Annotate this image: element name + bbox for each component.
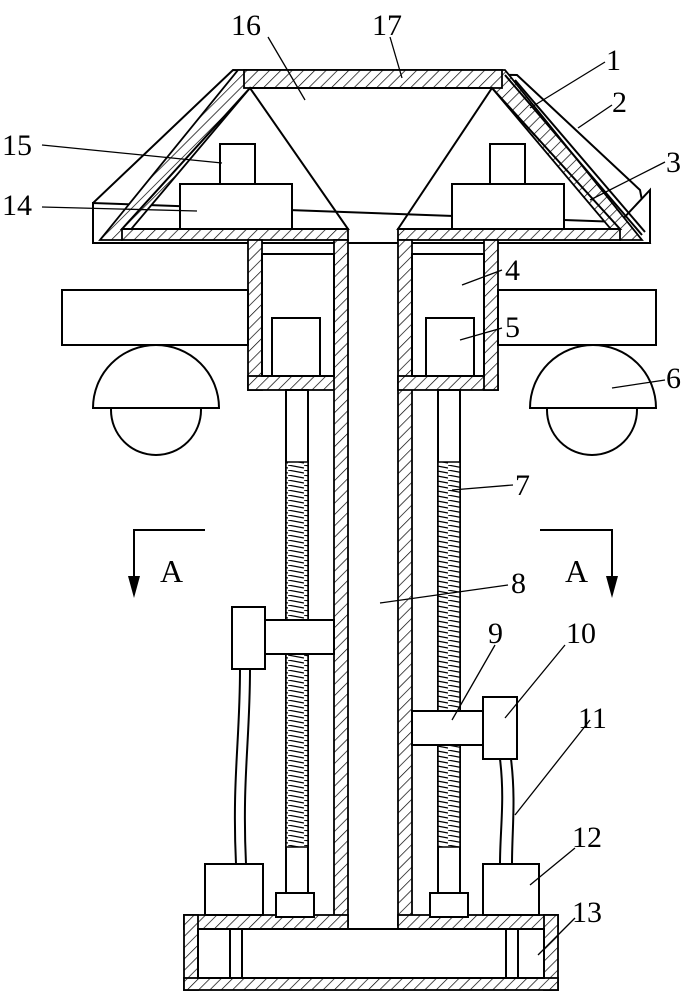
label-9: 9 <box>488 617 503 650</box>
slider-5-left <box>271 317 321 377</box>
label-12: 12 <box>572 821 602 854</box>
nut-9-right <box>411 710 484 746</box>
roof-brace-1 <box>504 74 646 236</box>
label-17: 17 <box>372 9 402 42</box>
leader-lines <box>41 36 666 956</box>
motor-12-right <box>482 863 540 979</box>
label-4: 4 <box>505 254 520 287</box>
label-10: 10 <box>566 617 596 650</box>
slider-10-left <box>231 606 266 670</box>
section-marker-right: A <box>540 529 618 598</box>
arm-right <box>497 289 657 346</box>
label-15: 15 <box>2 129 32 162</box>
label-16: 16 <box>231 9 261 42</box>
label-2: 2 <box>612 86 627 119</box>
left-post-wall <box>183 239 349 930</box>
section-label-right: A <box>565 553 588 589</box>
label-14: 14 <box>2 189 32 222</box>
top-cover-17 <box>243 69 503 89</box>
motor-15-right <box>489 143 526 185</box>
motor-base-14-left <box>179 183 293 230</box>
section-label-left: A <box>160 553 183 589</box>
label-7: 7 <box>515 469 530 502</box>
label-5: 5 <box>505 311 520 344</box>
label-3: 3 <box>666 146 681 179</box>
label-6: 6 <box>666 362 681 395</box>
motor-base-14-right <box>451 183 565 230</box>
lamp-6-left <box>91 344 221 456</box>
nut-9-left <box>264 619 335 655</box>
lead-screw-right <box>429 389 469 918</box>
lamp-6-right <box>528 344 658 456</box>
slider-10-right <box>482 696 518 760</box>
motor-12-left <box>204 863 264 979</box>
slider-5-right <box>425 317 475 377</box>
cable-11-right <box>499 758 515 865</box>
cable-11-left <box>233 668 251 865</box>
label-8: 8 <box>511 567 526 600</box>
section-marker-left: A <box>128 529 205 598</box>
right-post-wall <box>397 239 559 930</box>
base-box-13 <box>183 914 559 991</box>
label-13: 13 <box>572 896 602 929</box>
motor-15-left <box>219 143 256 185</box>
label-1: 1 <box>606 44 621 77</box>
label-11: 11 <box>578 702 607 735</box>
arm-left <box>61 289 249 346</box>
